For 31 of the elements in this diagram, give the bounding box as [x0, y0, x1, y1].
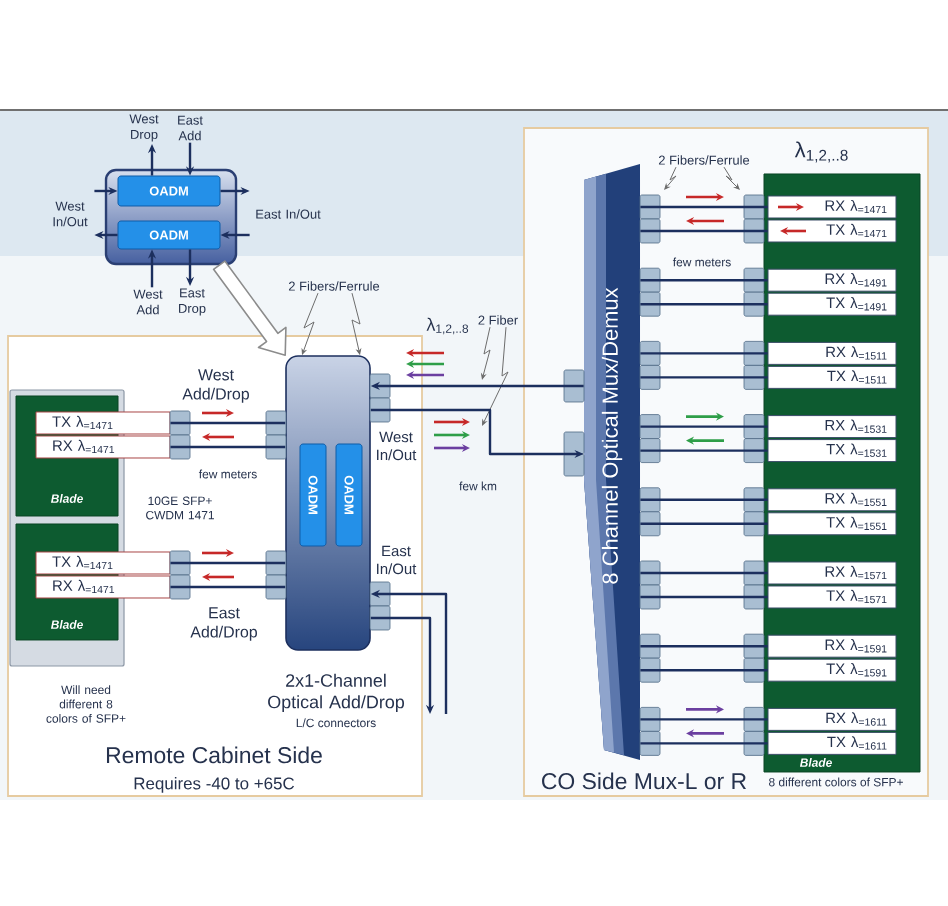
mux-demux: 8 Channel Optical Mux/Demux — [584, 164, 640, 760]
leader-line — [301, 292, 319, 355]
fiber-line — [640, 522, 768, 525]
fiber-line — [640, 644, 768, 648]
fiber-line — [640, 376, 768, 379]
fiber-line — [640, 205, 768, 209]
fiber-line — [170, 561, 286, 565]
wavelength-label: λ$_{1,2,..8}$ — [794, 141, 848, 163]
fiber-line — [640, 449, 768, 452]
fiber-line — [640, 352, 768, 355]
fiber-line — [640, 229, 768, 233]
leader-line — [351, 292, 362, 355]
fiber-line — [170, 585, 286, 589]
leader-line — [723, 166, 740, 190]
leader-line — [664, 166, 677, 190]
fiber-line — [640, 718, 768, 721]
fiber-line — [170, 445, 286, 449]
leader-line — [481, 326, 491, 380]
fiber-line — [170, 421, 286, 425]
fiber-line — [640, 425, 768, 428]
fiber-line — [640, 279, 768, 282]
leader-line — [482, 326, 509, 426]
fiber-line — [640, 303, 768, 306]
fiber-line — [640, 571, 768, 575]
fiber-line — [640, 668, 768, 672]
block-arrow — [212, 260, 287, 356]
fiber-line — [640, 595, 768, 599]
node-label: 2x1-Channel Optical Add/Drop — [268, 673, 405, 712]
wavelength-label: λ$_{1,2,..8}$ — [426, 317, 469, 335]
fiber-line — [640, 498, 768, 501]
fiber-line — [640, 742, 768, 745]
